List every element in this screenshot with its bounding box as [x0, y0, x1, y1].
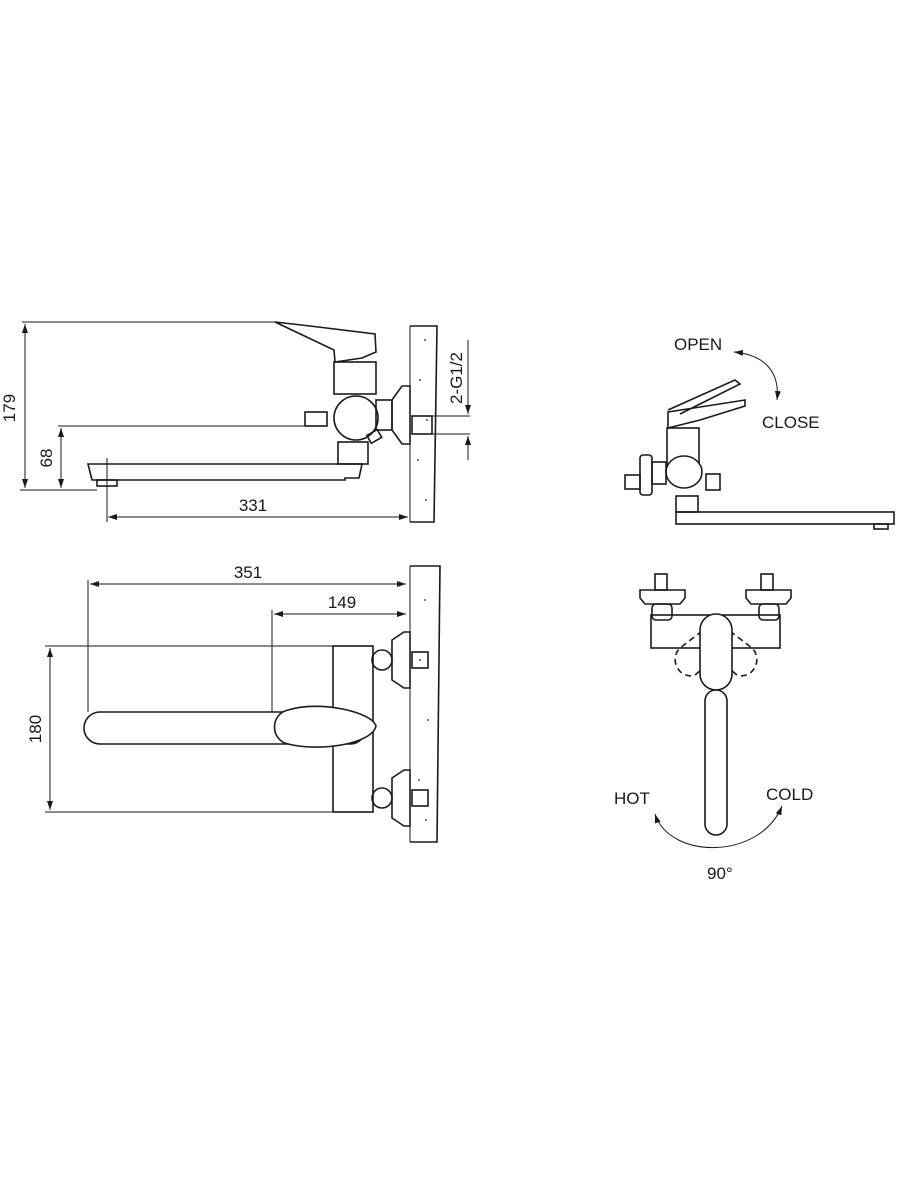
open-close-arrow: [733, 349, 781, 401]
spout-nut: [337, 441, 369, 465]
flange-right: [745, 589, 792, 605]
wall-flange: [639, 454, 653, 496]
lever-operation-view: OPEN CLOSE: [624, 335, 895, 530]
aerator: [873, 523, 889, 530]
wall-section: [409, 325, 438, 523]
rotation-angle-label: 90°: [707, 864, 733, 883]
flange-left: [639, 589, 686, 605]
diverter-knob: [705, 473, 721, 491]
eccentric-nut: [651, 461, 667, 485]
nut-right: [758, 603, 780, 621]
mixer-body: [665, 455, 703, 489]
cold-label: COLD: [766, 785, 813, 804]
nut-upper: [371, 649, 393, 671]
dim-spout-height: 68: [37, 449, 56, 468]
wall-connector: [411, 415, 433, 435]
nut-lower: [371, 787, 393, 809]
spout-front: [704, 689, 728, 836]
close-label: CLOSE: [762, 413, 820, 432]
flange-upper: [391, 631, 411, 689]
flange-lower: [391, 769, 411, 827]
wall-flange: [391, 385, 411, 445]
connector-upper: [411, 651, 429, 669]
lever-handle: [274, 321, 377, 363]
connector-right: [760, 573, 774, 591]
mixer-body: [333, 395, 379, 441]
dim-total-length: 351: [234, 563, 262, 582]
connector-left: [654, 573, 668, 591]
shower-outlet: [365, 428, 383, 445]
nut-left: [651, 603, 673, 621]
lever-closed-position: [667, 399, 746, 430]
front-view: HOT COLD 90°: [614, 573, 813, 883]
open-label: OPEN: [674, 335, 722, 354]
spout: [86, 463, 363, 481]
dim-spout-reach: 331: [239, 496, 267, 515]
dim-handle-length: 149: [328, 593, 356, 612]
dim-width: 180: [26, 715, 45, 743]
connector-lower: [411, 789, 429, 807]
cartridge-body: [333, 361, 377, 395]
dim-total-height: 179: [0, 394, 19, 422]
diverter-knob: [304, 411, 328, 427]
spout-nut: [675, 495, 699, 513]
lever-top: [273, 705, 377, 748]
wall-connector: [624, 474, 641, 490]
temperature-arc-arrow: [654, 805, 783, 849]
hot-label: HOT: [614, 789, 650, 808]
lever-open-position: [667, 379, 742, 415]
spout: [675, 511, 895, 525]
dim-connection-thread: 2-G1/2: [447, 352, 466, 404]
side-view: 179 68 331 2-G1/2: [0, 321, 471, 523]
top-view: 351 149 180: [26, 563, 441, 843]
lever-front: [699, 613, 733, 691]
wall-section: [409, 565, 441, 843]
